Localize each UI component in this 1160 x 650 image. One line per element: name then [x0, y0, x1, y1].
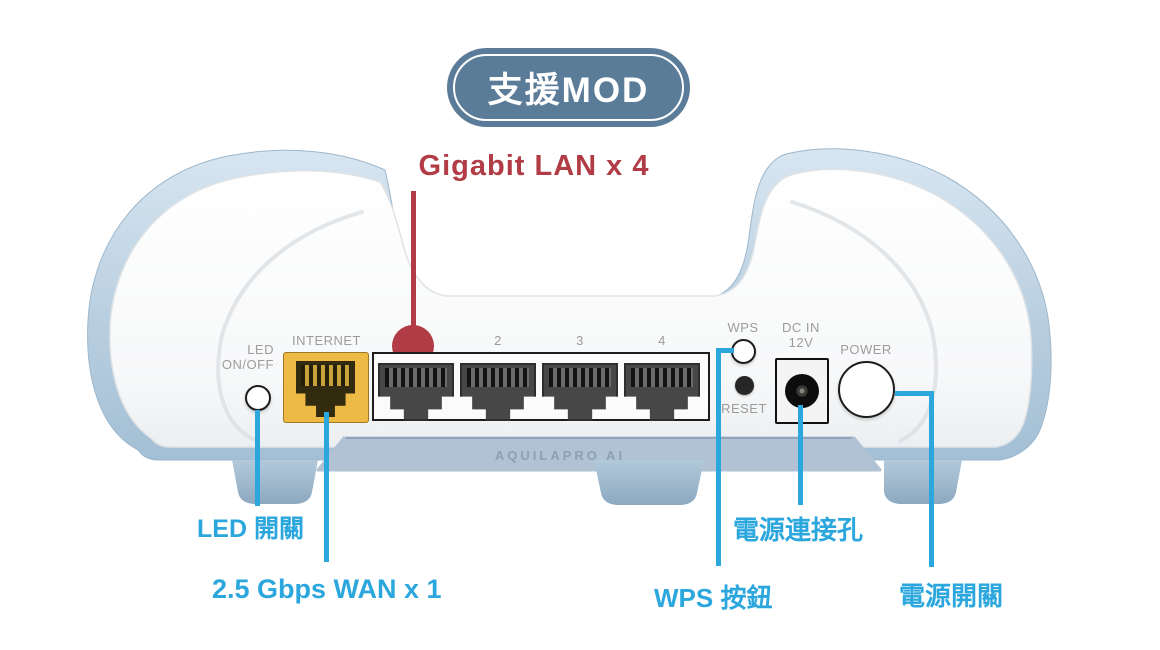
lan-ports-box: [372, 352, 710, 421]
dcin-label: DC IN 12V: [771, 320, 831, 350]
led-label-line2: ON/OFF: [221, 357, 274, 372]
wan-speed-label: 2.5 Gbps WAN x 1: [212, 574, 442, 604]
dc-jack: [785, 374, 819, 408]
lan-port-4: [624, 363, 700, 421]
power-connector-label: 電源連接孔: [733, 515, 864, 545]
wan-port-cavity: [296, 361, 355, 417]
wps-callout-line-vertical: [716, 348, 721, 566]
badge-label: 支援MOD: [487, 71, 650, 110]
lan-port-3: [542, 363, 618, 421]
lan-port-1-pins: [384, 367, 448, 388]
wps-button-label: WPS 按鈕: [654, 583, 773, 613]
led-callout-line: [255, 410, 260, 506]
led-onoff-label: LED ON/OFF: [214, 342, 274, 372]
power-button: [838, 361, 895, 418]
lan-port-number-3: 3: [576, 333, 584, 348]
reset-button: [735, 376, 754, 395]
dcin-label-line2: 12V: [788, 335, 814, 350]
mod-support-badge: 支援MOD: [447, 48, 690, 127]
power-label: POWER: [840, 342, 892, 357]
internet-label: INTERNET: [292, 333, 361, 348]
gigabit-lan-label: Gigabit LAN x 4: [418, 150, 650, 182]
reset-label: RESET: [721, 401, 767, 416]
left-hook-shadow: [216, 210, 364, 442]
wps-callout-line-horizontal: [716, 348, 734, 353]
lan-port-number-2: 2: [494, 333, 502, 348]
led-label-line1: LED: [247, 342, 274, 357]
dc-callout-line: [798, 405, 803, 505]
badge-inner-ring: [453, 54, 684, 121]
power-callout-line-horizontal: [895, 391, 934, 396]
power-callout-line-vertical: [929, 391, 934, 567]
dc-jack-pin: [796, 385, 808, 397]
lan-port-2: [460, 363, 536, 421]
lan-callout-line: [411, 191, 416, 333]
lan-port-2-pins: [466, 367, 530, 388]
wan-port-pins: [301, 365, 350, 386]
dcin-label-line1: DC IN: [782, 320, 820, 335]
lan-port-1: [378, 363, 454, 421]
lan-port-3-pins: [548, 367, 612, 388]
led-onoff-button: [245, 385, 271, 411]
internet-wan-port: [283, 352, 369, 423]
brand-logo: AQUILAPRO AI: [494, 448, 626, 463]
foot-left: [232, 460, 318, 504]
wps-button: [731, 339, 756, 364]
led-switch-label: LED 開關: [197, 515, 304, 543]
foot-middle: [594, 460, 704, 505]
lan-port-4-pins: [630, 367, 694, 388]
foot-right: [884, 460, 962, 504]
lan-port-number-4: 4: [658, 333, 666, 348]
right-hook-shadow: [790, 200, 938, 443]
wps-label: WPS: [727, 320, 759, 335]
power-switch-label: 電源開關: [899, 581, 1004, 611]
wan-callout-line: [324, 412, 329, 562]
